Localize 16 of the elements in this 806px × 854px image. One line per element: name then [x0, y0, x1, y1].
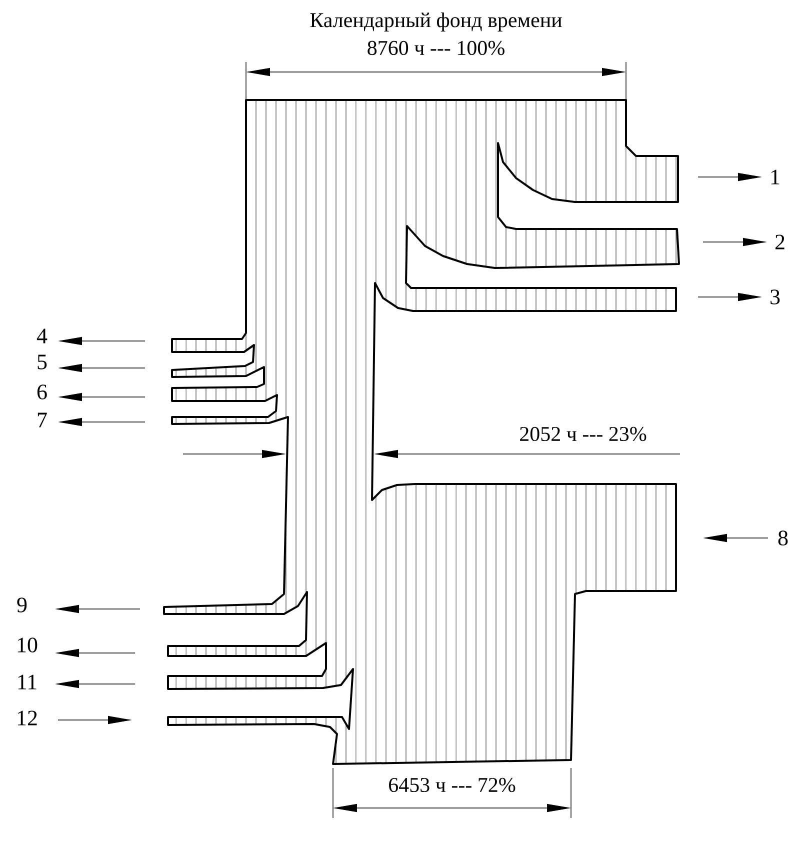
callout-number: 6: [37, 384, 47, 400]
dimension-label: 8760 ч --- 100%: [368, 40, 504, 56]
callout-number: 4: [36, 328, 48, 344]
callout-number: 9: [17, 598, 27, 612]
dimension-label: 2052 ч --- 23%: [520, 426, 646, 442]
title: Календарный фонд времени: [310, 12, 562, 32]
callout-number: 3: [770, 290, 780, 304]
callout-number: 8: [778, 530, 788, 546]
callout-number: 2: [775, 234, 784, 250]
callout-number: 5: [38, 354, 47, 370]
callout-number: 7: [38, 412, 47, 428]
callout-number: 11: [18, 674, 36, 690]
dimension-label: 6453 ч --- 72%: [389, 778, 516, 792]
callout-number: 1: [771, 170, 780, 184]
callout-number: 12: [18, 710, 37, 726]
callout-number: 10: [18, 638, 38, 652]
